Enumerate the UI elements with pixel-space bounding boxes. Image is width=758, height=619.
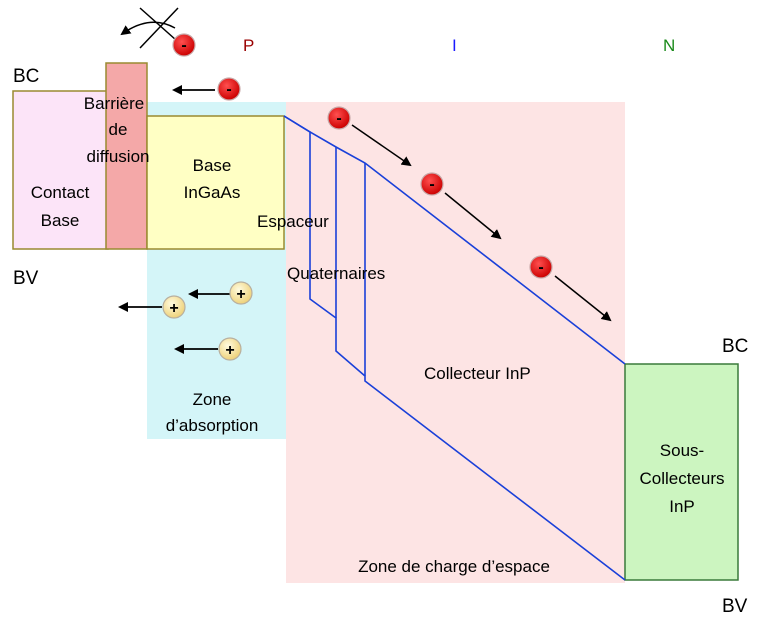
barrier-block bbox=[105, 62, 148, 250]
hole-icon: + bbox=[229, 281, 253, 305]
quaternary-label: Quaternaires bbox=[287, 264, 385, 283]
absorption-zone-label-line2: d’absorption bbox=[166, 416, 259, 435]
spacer-label: Espaceur bbox=[257, 212, 329, 231]
electron-icon: - bbox=[172, 33, 196, 57]
bc-left-label: BC bbox=[13, 66, 39, 87]
bv-left-label: BV bbox=[13, 268, 39, 289]
space-charge-zone-label: Zone de charge d’espace bbox=[358, 557, 550, 576]
subcollector-label-line3: InP bbox=[669, 497, 695, 516]
contact-base-label-line1: Contact bbox=[31, 183, 90, 202]
electron-arrow bbox=[554, 275, 612, 322]
subcollector-block bbox=[624, 363, 739, 581]
subcollector-label-line1: Sous- bbox=[660, 441, 704, 460]
space-charge-zone bbox=[286, 102, 625, 583]
base-label-line1: Base bbox=[193, 156, 232, 175]
electron-arrow bbox=[444, 192, 502, 240]
base-block bbox=[146, 115, 285, 250]
band-lines bbox=[283, 115, 626, 581]
barrier-label-line1: Barrière bbox=[84, 94, 144, 113]
electron-icon: - bbox=[217, 77, 241, 101]
electron-icon: - bbox=[420, 172, 444, 196]
region-p-label: P bbox=[243, 36, 254, 55]
absorption-zone-label-line1: Zone bbox=[193, 390, 232, 409]
region-n-label: N bbox=[663, 36, 675, 55]
hole-icon: + bbox=[162, 295, 186, 319]
contact-base-label-line2: Base bbox=[41, 211, 80, 230]
subcollector-label-line2: Collecteurs bbox=[639, 469, 724, 488]
barrier-label-line3: diffusion bbox=[86, 147, 149, 166]
svg-text:-: - bbox=[226, 81, 231, 98]
svg-text:-: - bbox=[538, 259, 543, 276]
svg-text:-: - bbox=[429, 176, 434, 193]
hole-icon: + bbox=[218, 337, 242, 361]
bv-right-label: BV bbox=[722, 596, 748, 617]
svg-text:-: - bbox=[181, 37, 186, 54]
contact-base-block bbox=[12, 90, 109, 250]
base-label-line2: InGaAs bbox=[184, 183, 241, 202]
barrier-label-line2: de bbox=[109, 120, 128, 139]
svg-text:+: + bbox=[225, 342, 234, 359]
svg-text:-: - bbox=[336, 110, 341, 127]
region-i-label: I bbox=[452, 36, 457, 55]
collector-label: Collecteur InP bbox=[424, 364, 531, 383]
bc-right-label: BC bbox=[722, 336, 748, 357]
electron-icon: - bbox=[327, 106, 351, 130]
svg-text:+: + bbox=[169, 300, 178, 317]
svg-text:+: + bbox=[236, 286, 245, 303]
electron-icon: - bbox=[529, 255, 553, 279]
electron-arrow bbox=[351, 124, 412, 167]
